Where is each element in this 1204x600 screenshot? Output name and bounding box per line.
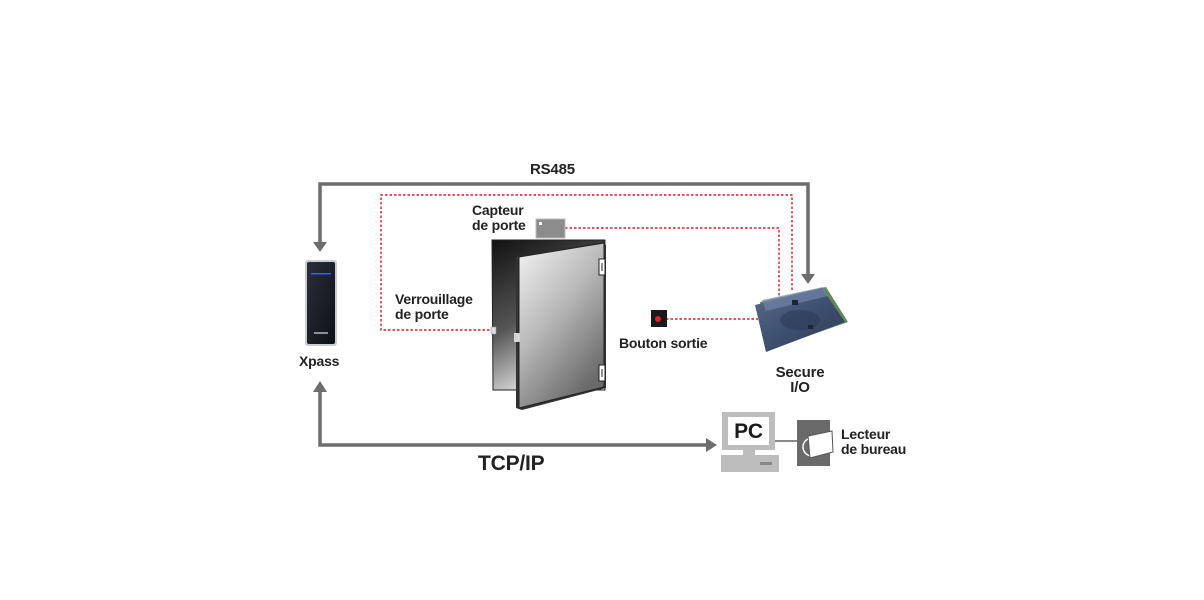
pc-device — [721, 412, 798, 472]
door — [490, 239, 606, 410]
card-icon — [807, 430, 834, 459]
door-lock-icon — [490, 326, 497, 335]
secure-io-label-line2: I/O — [790, 379, 810, 396]
exit-button-device — [651, 310, 667, 327]
door-lock-label-line1: Verrouillage — [395, 291, 473, 307]
xpass-device — [305, 260, 337, 346]
exit-button-label: Bouton sortie — [619, 335, 708, 351]
rs485-label: RS485 — [530, 161, 575, 178]
rs485-connection — [313, 182, 815, 284]
xpass-label: Xpass — [299, 353, 340, 369]
secure-io-label: Secure I/O — [765, 365, 835, 395]
tcpip-connection — [313, 381, 717, 452]
arrowhead-icon — [313, 242, 327, 252]
arrowhead-icon — [706, 438, 717, 452]
door-sensor-label: Capteur de porte — [472, 203, 526, 233]
arrowhead-icon — [801, 274, 815, 284]
arrowhead-icon — [313, 381, 327, 392]
door-lock-label: Verrouillage de porte — [395, 292, 473, 322]
desktop-reader-label-line2: de bureau — [841, 441, 907, 457]
pc-label: PC — [734, 420, 763, 443]
tcpip-label: TCP/IP — [478, 452, 545, 475]
door-lock-label-line2: de porte — [395, 306, 449, 322]
door-lock-wire — [380, 194, 793, 331]
door-sensor-wire — [565, 227, 780, 296]
door-sensor-label-line2: de porte — [472, 217, 526, 233]
desktop-reader-label: Lecteur de bureau — [841, 427, 906, 457]
secure-io-label-line1: Secure — [775, 364, 825, 381]
desktop-reader-label-line1: Lecteur — [841, 426, 891, 442]
desktop-reader-device — [797, 420, 834, 466]
door-sensor-device — [535, 218, 566, 239]
secure-io-device — [755, 287, 848, 352]
door-sensor-label-line1: Capteur — [472, 202, 524, 218]
